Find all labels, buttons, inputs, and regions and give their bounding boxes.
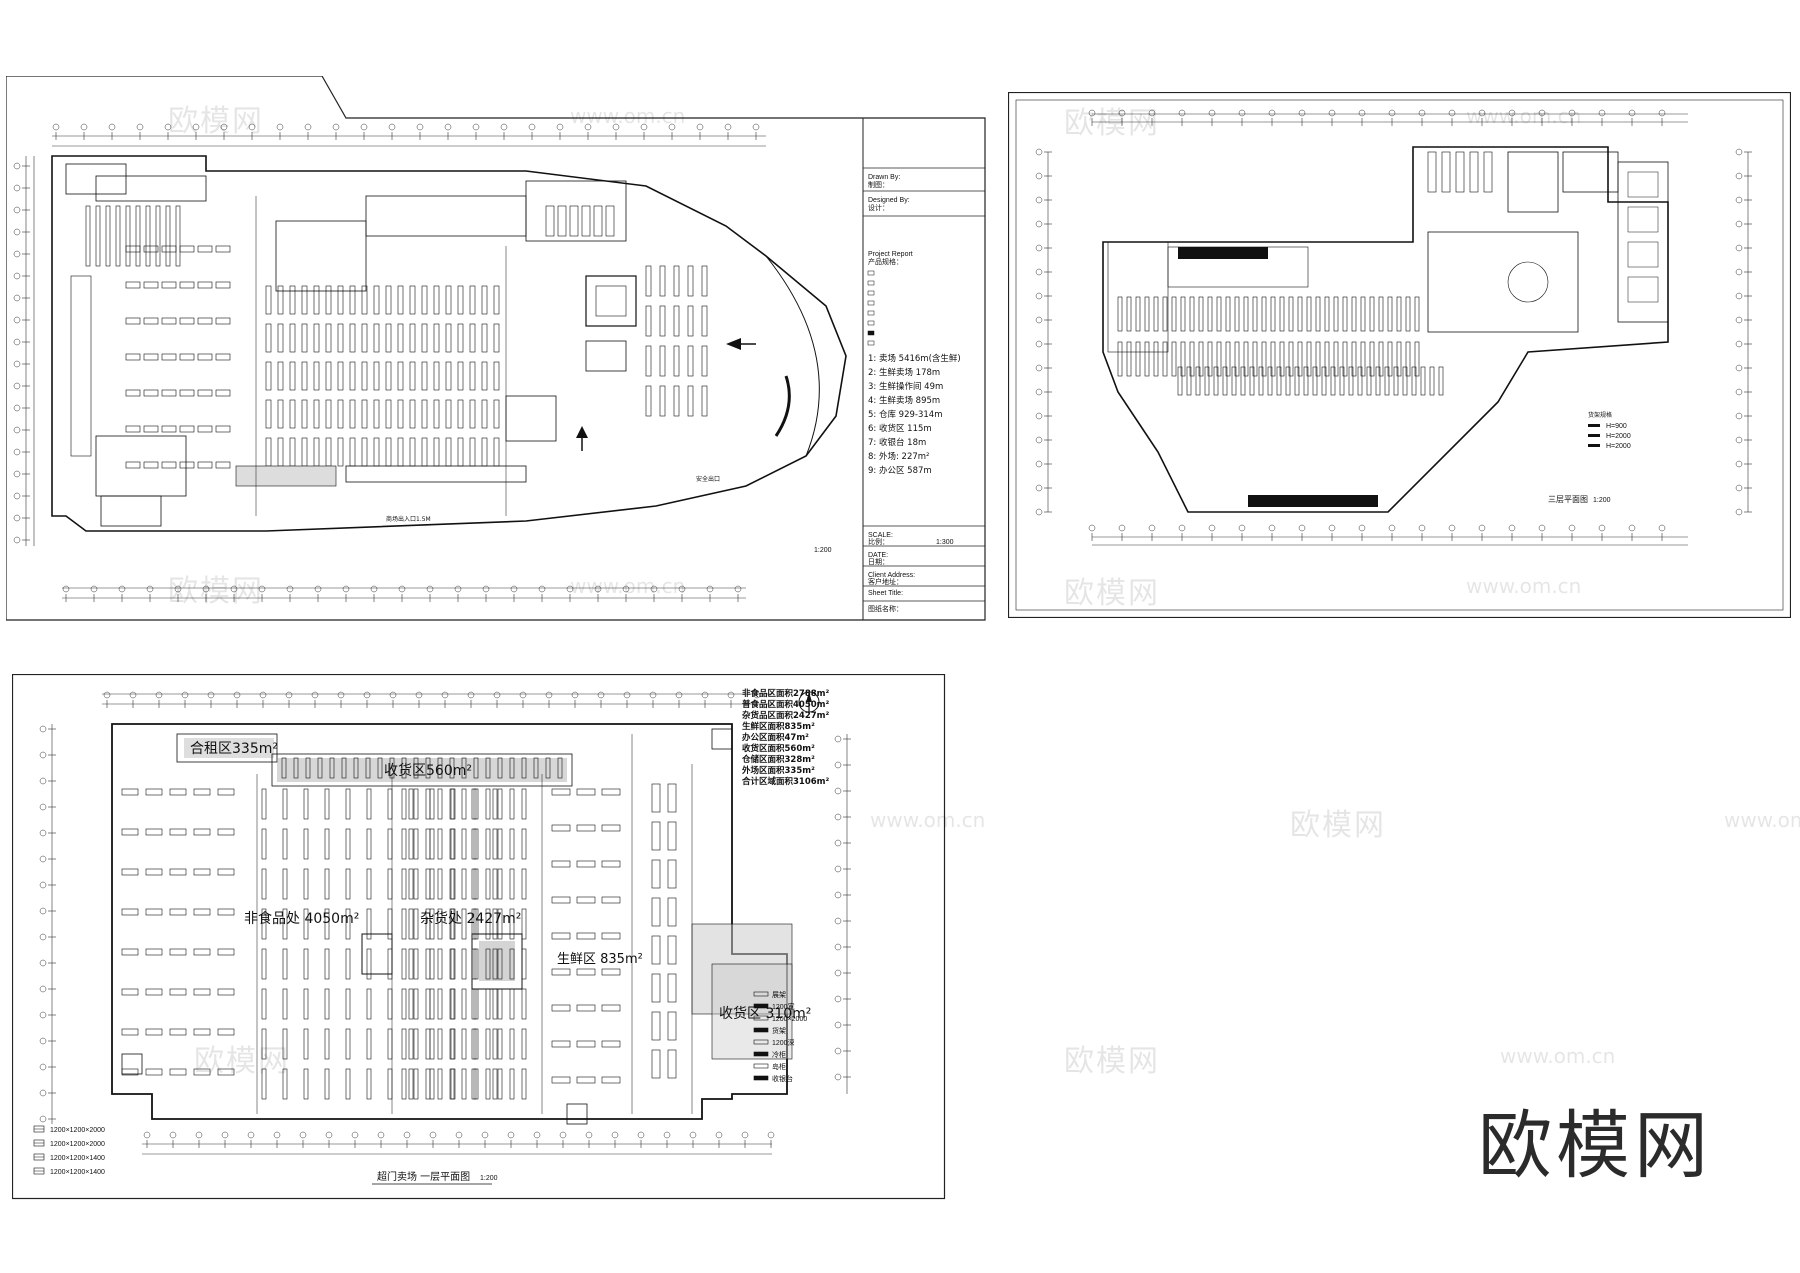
sheet-3-plan-title: 超门卖场 一层平面图 <box>377 1170 470 1183</box>
shelf-legend-item: 1200×1200×2000 <box>50 1141 105 1148</box>
sheet-1-label-exit: 商场出入口1.5M <box>386 515 431 523</box>
north-arrow-icon <box>798 691 820 713</box>
tb-designed-by-cn: 设计： <box>868 203 889 212</box>
area-legend-item: 仓储区面积328m² <box>741 754 815 765</box>
sheet-1-area-list: 1: 卖场 5416m(含生鲜) 2: 生鲜卖场 178m 3: 生鲜操作间 49m… <box>868 353 961 476</box>
area-list-item: 8: 外场: 227m² <box>868 451 929 462</box>
right-legend-item: 岛柜 <box>772 1062 786 1071</box>
sheet-2-plan-scale: 1:200 <box>1593 497 1611 504</box>
area-list-item: 3: 生鲜操作间 49m <box>868 381 943 392</box>
brand-logo-text: 欧模网 <box>1478 1103 1712 1189</box>
sheet-1-plan-scale: 1:200 <box>814 547 832 554</box>
zone-label-5: 收货区 310m² <box>719 1005 811 1022</box>
tb-scale-value: 1:300 <box>936 539 954 546</box>
area-legend-item: 杂货品区面积2427m² <box>742 710 830 721</box>
area-list-item: 5: 仓库 929-314m <box>868 409 942 420</box>
right-legend-item: 1200宽 <box>772 1002 795 1011</box>
right-legend-item: 展架 <box>772 991 786 999</box>
area-list-item: 9: 办公区 587m <box>868 465 932 476</box>
tb-scale-en: SCALE: <box>868 532 893 539</box>
watermark: 欧模网 <box>1064 1044 1160 1079</box>
sheet-3-shelf-legend: 1200×1200×2000 1200×1200×2000 1200×1200×14… <box>33 1125 105 1176</box>
sheet-2-legend-title: 货架规格 <box>1588 411 1612 419</box>
right-legend-item: 收银台 <box>772 1074 793 1083</box>
zone-label-0: 合租区335m² <box>190 741 278 757</box>
sheet-2-grid-ticks <box>1035 109 1752 541</box>
right-legend-item: 1200深 <box>772 1038 795 1047</box>
right-legend-item: 1200×2000 <box>772 1016 807 1023</box>
sheet-2-legend-2: H=2000 <box>1606 443 1631 450</box>
sheet-1-plan: Drawn By: 制图： Designed By: 设计： Project R… <box>6 76 986 621</box>
sheet-3-grid-ticks <box>39 691 851 1148</box>
watermark-url: www.om.cn <box>1724 808 1800 832</box>
tb-sheet-en: Sheet Title: <box>868 590 903 597</box>
zone-label-4: 生鲜区 835m² <box>557 952 643 967</box>
tb-project-report-en: Project Report <box>868 251 913 258</box>
tb-drawn-by-en: Drawn By: <box>868 174 900 181</box>
sheet-1-label-safety: 安全出口 <box>696 475 720 483</box>
watermark: 欧模网 <box>1290 808 1386 843</box>
tb-date-cn: 日期： <box>868 558 889 566</box>
zone-label-1: 收货区560m² <box>384 762 472 779</box>
sheet-3-plan: 非食品区面积2788m²普食品区面积4050m²杂货品区面积2427m²生鲜区面… <box>12 674 946 1200</box>
tb-spec-rows <box>867 270 875 346</box>
area-legend-item: 生鲜区面积835m² <box>742 721 815 732</box>
sheet-3-area-legend: 非食品区面积2788m²普食品区面积4050m²杂货品区面积2427m²生鲜区面… <box>741 688 830 787</box>
sheet-2-plan-title: 三层平面图 <box>1548 495 1588 504</box>
sheet-2-legend-1: H=2000 <box>1606 433 1631 440</box>
zone-label-2: 非食品处 4050m² <box>244 910 359 927</box>
area-list-item: 6: 收货区 115m <box>868 423 932 434</box>
shelf-legend-item: 1200×1200×1400 <box>50 1155 105 1162</box>
sheet-2-shelving <box>1117 151 1493 396</box>
tb-date-en: DATE: <box>868 552 888 559</box>
tb-drawn-by-cn: 制图： <box>868 180 889 189</box>
sheet-2-plan: 货架规格 H=900 H=2000 H=2000 三层平面图 1:200 <box>1008 92 1791 618</box>
area-list-item: 4: 生鲜卖场 895m <box>868 395 940 406</box>
sheet-3-plan-scale: 1:200 <box>480 1175 498 1182</box>
area-legend-item: 非食品区面积2788m² <box>742 688 830 699</box>
sheet-1-shelving <box>85 205 708 469</box>
area-legend-item: 办公区面积47m² <box>742 732 809 743</box>
watermark-url: www.om.cn <box>1500 1044 1616 1068</box>
right-legend-item: 货架 <box>772 1026 786 1035</box>
sheet-3-shelving <box>121 757 677 1100</box>
area-legend-item: 普食品区面积4050m² <box>742 699 830 710</box>
drawing-sheet-1: Drawn By: 制图： Designed By: 设计： Project R… <box>6 76 986 621</box>
tb-project-report-cn: 产品规格： <box>868 257 903 266</box>
shelf-legend-item: 1200×1200×1400 <box>50 1169 105 1176</box>
tb-designed-by-en: Designed By: <box>868 197 910 204</box>
tb-sheet-cn: 图纸名称： <box>868 604 903 613</box>
area-list-item: 7: 收银台 18m <box>868 437 926 448</box>
drawing-sheet-2: 货架规格 H=900 H=2000 H=2000 三层平面图 1:200 <box>1008 92 1791 618</box>
tb-client-en: Client Address: <box>868 572 915 579</box>
sheet-1-grid-ticks <box>13 123 760 602</box>
tb-client-cn: 客户地址： <box>868 577 903 586</box>
area-list-item: 2: 生鲜卖场 178m <box>868 367 940 378</box>
area-legend-item: 收货区面积560m² <box>742 743 815 754</box>
right-legend-item: 冷柜 <box>772 1050 786 1059</box>
area-legend-item: 合计区域面积3106m² <box>741 776 830 787</box>
area-legend-item: 外场区面积335m² <box>741 765 815 776</box>
area-list-item: 1: 卖场 5416m(含生鲜) <box>868 353 961 364</box>
sheet-2-legend-0: H=900 <box>1606 423 1627 430</box>
tb-scale-cn: 比例： <box>868 537 889 546</box>
zone-label-3: 杂货处 2427m² <box>420 910 521 927</box>
shelf-legend-item: 1200×1200×2000 <box>50 1127 105 1134</box>
